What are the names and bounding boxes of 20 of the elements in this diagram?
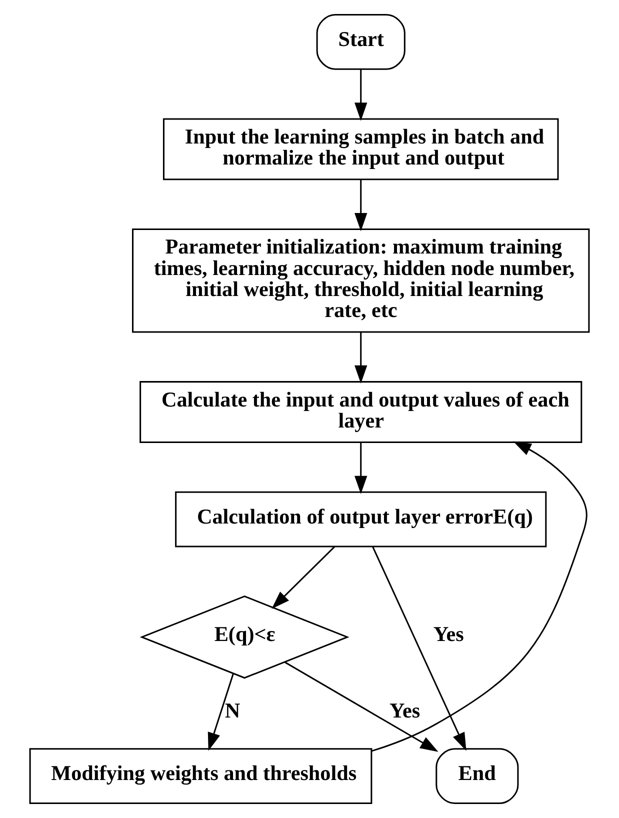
- edge-label: N: [224, 698, 240, 722]
- edge-label: Yes: [433, 622, 464, 646]
- node-box: Start: [316, 14, 406, 70]
- node-box: Calculation of output layer errorE(q): [175, 491, 547, 548]
- arrow: [272, 546, 335, 609]
- arrow: [284, 662, 438, 752]
- node-box: End: [436, 748, 519, 804]
- arrow: [208, 673, 234, 751]
- edge-label: Yes: [390, 698, 420, 722]
- node-diamond: E(q)<ε: [140, 596, 350, 679]
- node-box: Calculate the input and output values of each layer: [140, 381, 582, 443]
- arrow: [371, 441, 588, 752]
- arrow: [354, 442, 368, 494]
- node-box: Parameter initialization: maximum training times, learning accuracy, hidden node number, initial weight, threshold, initial learning rate, etc: [132, 228, 590, 333]
- arrow: [354, 69, 368, 121]
- arrow: [372, 546, 466, 751]
- node-box: Modifying weights and thresholds: [29, 748, 372, 804]
- node-box: Input the learning samples in batch and normalize the input and output: [162, 118, 559, 180]
- arrow: [354, 180, 368, 232]
- arrow: [354, 332, 368, 384]
